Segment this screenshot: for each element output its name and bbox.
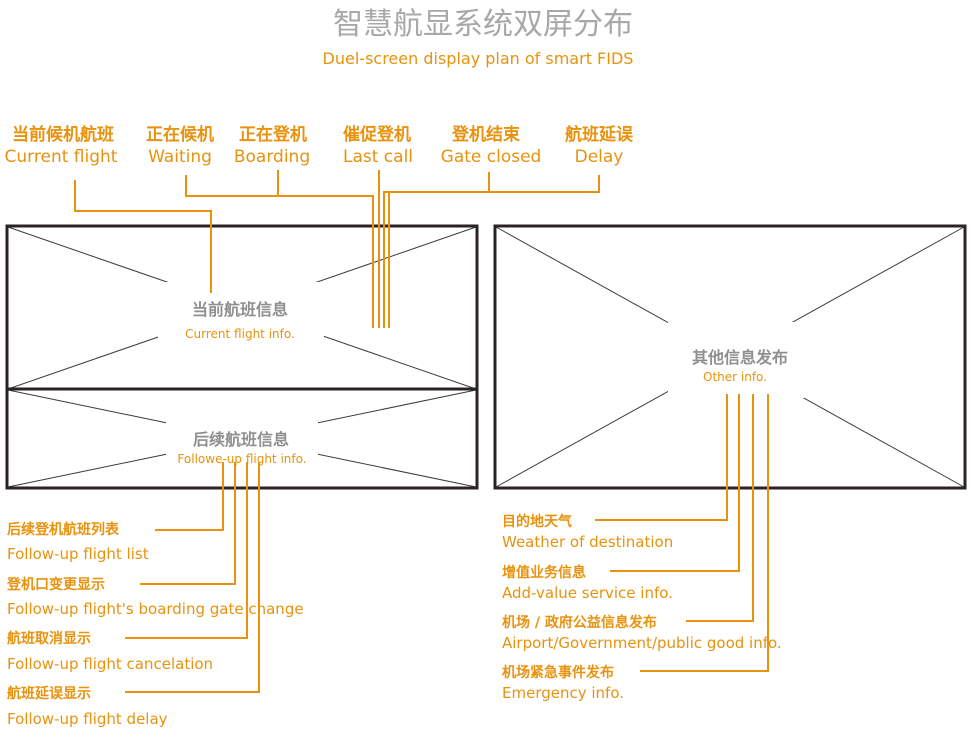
leader-current-flight [74,180,212,293]
leader-emergency [640,394,769,672]
right-item-labels: 目的地天气 Weather of destination 增值业务信息 Add-… [502,513,782,702]
label-backdrop [668,322,804,398]
right-item-4-cn: 机场紧急事件发布 [502,664,614,681]
top-label-last-call-cn: 催促登机 [343,124,411,145]
other-info-panel [493,224,967,490]
top-label-boarding-en: Boarding [234,147,310,167]
right-item-3-cn: 机场 / 政府公益信息发布 [502,614,657,631]
diagram-title: 智慧航显系统双屏分布 [333,7,633,42]
right-item-3-en: Airport/Government/public good info. [502,634,782,652]
label-backdrop [158,282,324,346]
other-info-en: Other info. [703,370,767,384]
left-item-2-cn: 登机口变更显示 [6,576,105,593]
top-label-delay-cn: 航班延误 [565,124,634,145]
right-leader-lines [595,394,769,672]
right-screen [493,224,967,490]
leader-delay [383,175,600,328]
right-item-4-en: Emergency info. [502,684,624,702]
leader-cancelation [125,462,248,639]
left-item-labels: 后续登机航班列表 Follow-up flight list 登机口变更显示 F… [6,521,304,728]
top-labels: 当前候机航班 Current flight 正在候机 Waiting 正在登机 … [5,124,634,167]
right-item-2-cn: 增值业务信息 [502,564,586,581]
other-info-cn: 其他信息发布 [692,348,788,367]
top-leader-lines [74,170,600,328]
left-item-3-cn: 航班取消显示 [7,630,91,647]
leader-public-info [686,394,754,622]
left-leader-lines [125,462,260,693]
left-item-2-en: Follow-up flight's boarding gate change [7,600,304,618]
right-item-1-en: Weather of destination [502,533,673,551]
leader-gate-change [140,462,236,585]
followup-flight-info-cn: 后续航班信息 [193,430,289,449]
left-item-4-cn: 航班延误显示 [7,685,91,702]
left-item-3-en: Follow-up flight cancelation [7,655,213,673]
left-item-1-en: Follow-up flight list [7,545,149,563]
leader-add-value [610,394,740,572]
top-label-waiting-cn: 正在候机 [146,124,214,145]
left-item-4-en: Follow-up flight delay [7,710,168,728]
leader-delay-display [125,462,260,693]
top-label-waiting-en: Waiting [148,147,212,167]
right-item-2-en: Add-value service info. [502,584,673,602]
label-backdrop [166,420,318,470]
top-label-last-call-en: Last call [343,147,413,167]
top-label-boarding-cn: 正在登机 [239,124,307,145]
top-label-current-flight-en: Current flight [5,147,118,167]
leader-followup-list [155,462,224,531]
top-label-delay-en: Delay [575,147,624,167]
leader-waiting [185,175,374,328]
leader-weather [595,394,728,521]
left-item-1-cn: 后续登机航班列表 [7,521,120,538]
left-screen-bottom [5,387,479,490]
followup-flight-info-en: Followe-up flight info. [177,452,306,466]
diagram-subtitle: Duel-screen display plan of smart FIDS [323,49,634,68]
top-label-gate-closed-cn: 登机结束 [451,124,520,145]
top-label-gate-closed-en: Gate closed [441,147,542,167]
current-flight-info-en: Current flight info. [185,327,295,341]
right-item-1-cn: 目的地天气 [502,513,572,530]
top-label-current-flight-cn: 当前候机航班 [12,124,114,145]
current-flight-info-cn: 当前航班信息 [192,300,288,319]
followup-flight-panel [5,387,479,490]
